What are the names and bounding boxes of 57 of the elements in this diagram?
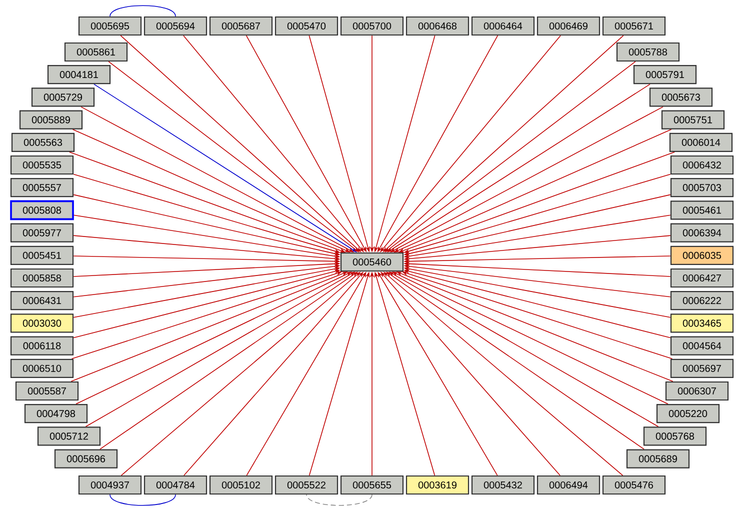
term-box: 0005102 xyxy=(209,475,273,495)
term-box: 0006307 xyxy=(665,381,729,401)
term-box: 0005655 xyxy=(340,475,404,495)
term-box: 0006494 xyxy=(536,475,600,495)
term-box: 0005703 xyxy=(670,178,734,198)
term-box: 0005461 xyxy=(670,200,734,220)
term-box: 0006118 xyxy=(10,336,74,356)
term-box: 0006394 xyxy=(670,223,734,242)
term-box: 0005712 xyxy=(37,426,101,446)
term-box: 0005694 xyxy=(144,16,208,36)
term-box: 0005695 xyxy=(78,16,142,36)
term-box: 0005751 xyxy=(661,110,725,130)
term-box: 0006510 xyxy=(10,358,74,378)
term-box: 0005476 xyxy=(602,475,666,495)
term-box: 0003030 xyxy=(10,314,74,333)
term-box: 0006222 xyxy=(670,291,734,310)
term-box: 0005861 xyxy=(64,42,128,62)
term-box: 0005791 xyxy=(633,65,697,84)
term-box: 0003619 xyxy=(406,475,470,495)
term-box: 0005788 xyxy=(616,42,680,62)
term-box: 0005671 xyxy=(602,16,666,36)
term-box: 0006464 xyxy=(471,16,535,36)
term-box: 0005432 xyxy=(471,475,535,495)
term-box: 0005220 xyxy=(656,404,720,424)
term-box: 0006035 xyxy=(670,246,734,265)
term-box: 0006431 xyxy=(10,291,74,310)
term-box: 0003465 xyxy=(670,314,734,333)
term-box: 0005977 xyxy=(10,223,74,242)
term-box: 0006468 xyxy=(406,16,470,36)
term-box: 0005889 xyxy=(19,110,83,130)
term-box: 0006469 xyxy=(536,16,600,36)
term-box: 0005535 xyxy=(10,155,74,175)
term-box: 0004937 xyxy=(78,475,142,495)
term-box: 0005673 xyxy=(649,88,713,107)
term-box: 0005696 xyxy=(54,449,118,468)
term-box: 0005563 xyxy=(11,132,75,152)
term-box: 0005587 xyxy=(15,381,79,401)
term-box: 0005858 xyxy=(10,268,74,288)
term-box: 0006427 xyxy=(670,268,734,288)
term-box: 0004784 xyxy=(144,475,208,495)
term-box: 0006014 xyxy=(669,132,733,152)
term-box: 0005451 xyxy=(10,246,74,265)
term-box: 0004181 xyxy=(47,65,111,84)
term-box: 0005689 xyxy=(626,449,690,468)
term-box: 0005808 xyxy=(10,200,74,220)
term-box: 0006432 xyxy=(670,155,734,175)
term-box: 0005697 xyxy=(670,358,734,378)
term-box: 0005700 xyxy=(340,16,404,36)
term-box: 0004798 xyxy=(24,404,88,424)
term-box: 0005522 xyxy=(274,475,338,495)
term-box: 0005460 xyxy=(340,252,404,272)
term-box: 0005729 xyxy=(31,88,95,107)
term-box: 0005687 xyxy=(209,16,273,36)
term-box: 0005470 xyxy=(274,16,338,36)
term-box: 0004564 xyxy=(670,336,734,356)
term-box: 0005768 xyxy=(643,426,707,446)
term-box: 0005557 xyxy=(10,178,74,198)
